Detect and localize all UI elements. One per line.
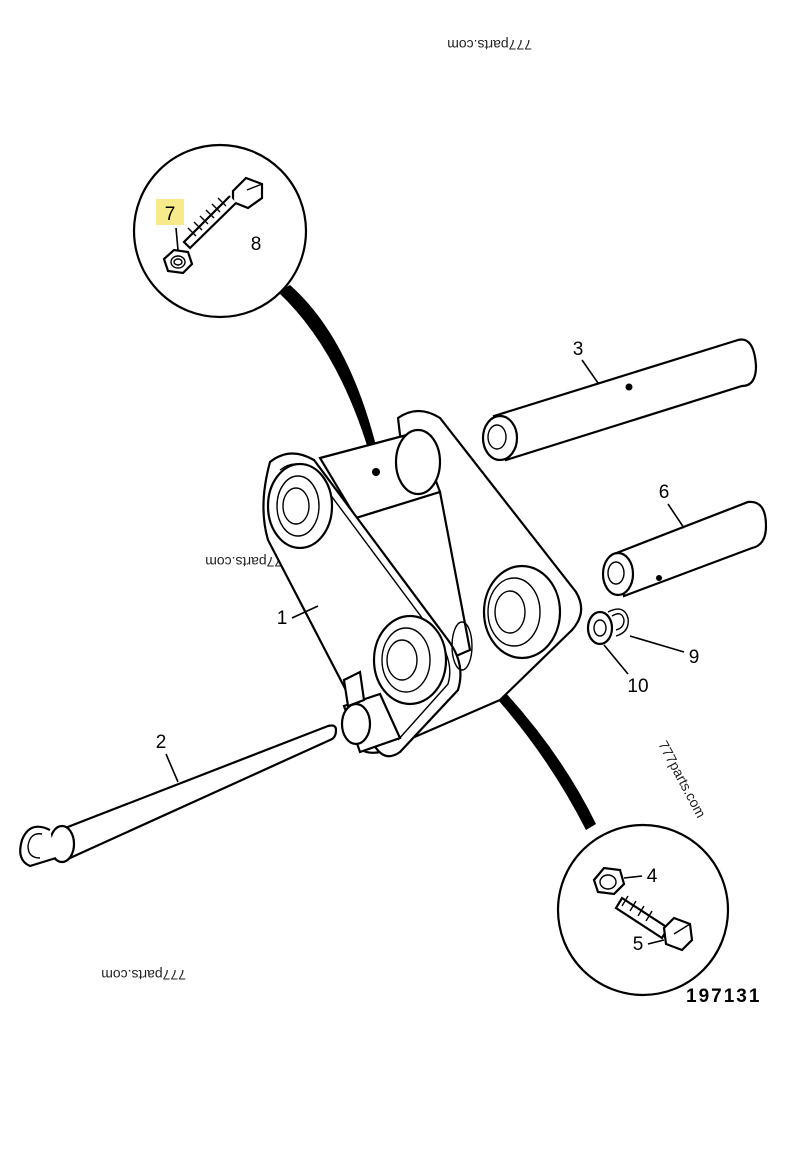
detail-leader-top: [278, 285, 380, 462]
callout-4[interactable]: 4: [647, 866, 658, 887]
washer-10: [586, 610, 614, 646]
callout-5[interactable]: 5: [633, 934, 644, 955]
detail-circle-top: 7 8: [132, 143, 308, 319]
clip-9: [607, 608, 629, 637]
callout-6[interactable]: 6: [659, 482, 670, 503]
callout-2[interactable]: 2: [156, 732, 167, 753]
watermark-right: 777parts.com: [655, 738, 709, 820]
callout-10[interactable]: 10: [627, 676, 648, 697]
callout-7[interactable]: 7: [165, 204, 176, 225]
detail-leader-bottom: [470, 664, 596, 830]
figure-number: 197131: [686, 986, 761, 1007]
bolt-5: [614, 895, 694, 952]
callout-8[interactable]: 8: [251, 234, 262, 255]
pin-2: [19, 724, 338, 868]
highlight-callout-7: [156, 199, 184, 225]
callout-1[interactable]: 1: [277, 608, 288, 629]
bolt-8: [182, 176, 264, 250]
watermark-bottom: 777parts.com: [101, 967, 186, 983]
pin-3: 3: [481, 338, 758, 462]
watermark-middle: 777parts.com: [205, 554, 290, 570]
detail-circle-bottom: 4 5: [556, 823, 730, 997]
nut-4: [592, 866, 626, 896]
nut-7: [162, 248, 194, 275]
callout-9[interactable]: 9: [689, 647, 700, 668]
pin-6: 6: [601, 482, 768, 598]
watermark-top: 777parts.com: [447, 37, 532, 53]
bracket-assembly-1: [262, 409, 583, 758]
callout-3[interactable]: 3: [573, 339, 584, 360]
